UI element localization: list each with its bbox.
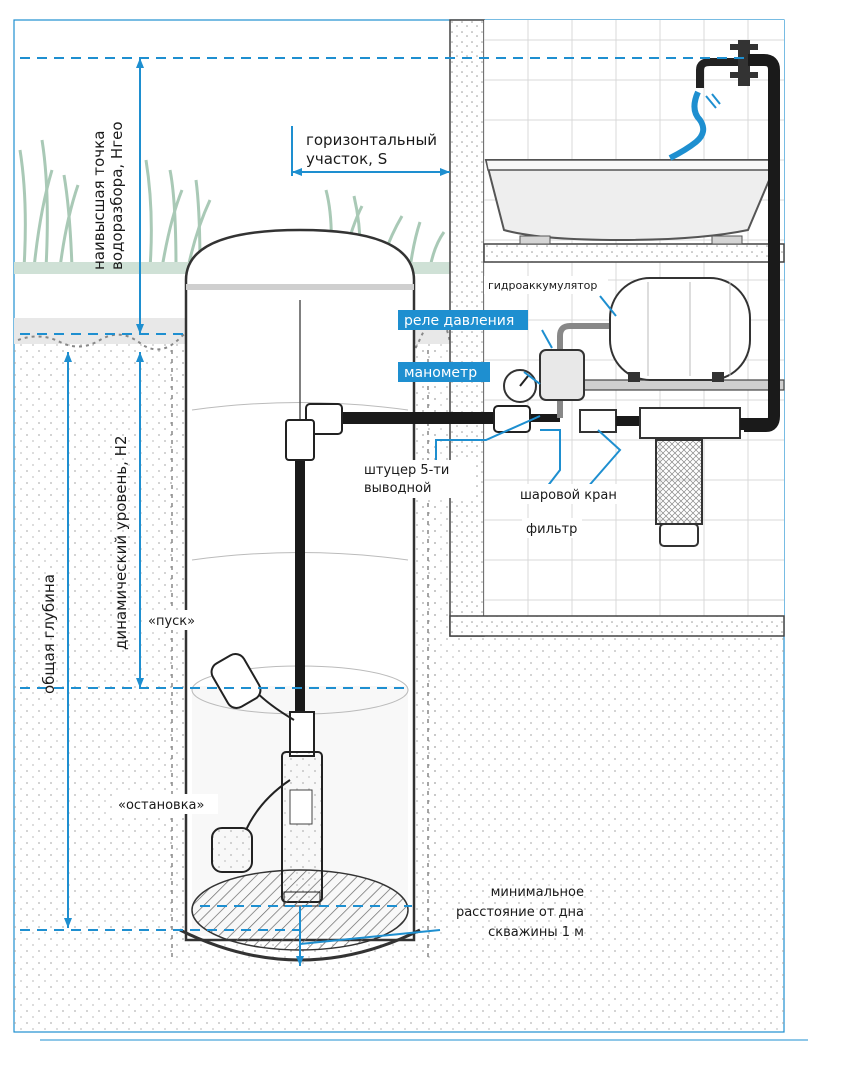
label-bg-accumulator bbox=[484, 276, 608, 294]
label-bg-start bbox=[146, 610, 212, 630]
branch-pipe bbox=[557, 323, 612, 418]
shelf-mid bbox=[579, 379, 785, 391]
accumulator-label: гидроаккумулятор bbox=[488, 279, 597, 292]
dynamic-level-label: динамический уровень, H2 bbox=[112, 436, 130, 651]
filter-housing bbox=[639, 407, 741, 547]
start-float bbox=[210, 653, 262, 709]
gravel-line bbox=[17, 316, 451, 364]
label-bg-stop bbox=[116, 794, 218, 814]
start-label: «пуск» bbox=[148, 614, 195, 629]
ball-valve-label: шаровой кран bbox=[520, 488, 617, 503]
label-bg-manometer bbox=[398, 362, 490, 382]
filter-label: фильтр bbox=[526, 522, 577, 537]
label-bg-valve bbox=[516, 484, 624, 504]
accumulator-tank bbox=[609, 277, 751, 382]
fitting-label-line1: штуцер 5-ти bbox=[364, 463, 449, 478]
shelf-top bbox=[483, 243, 785, 263]
dimension-arrows bbox=[64, 58, 450, 966]
manometer-label: манометр bbox=[404, 365, 477, 381]
label-bg-fitting bbox=[362, 460, 474, 498]
min-distance-line2: расстояние от дна bbox=[456, 905, 584, 920]
check-valve bbox=[285, 419, 315, 461]
horizontal-section-line2: участок, S bbox=[306, 150, 387, 168]
highest-point-label-line1: наивысшая точка bbox=[90, 131, 108, 270]
house-riser-pipe bbox=[744, 54, 780, 432]
horizontal-section-line1: горизонтальный bbox=[306, 131, 437, 149]
float-cable-stop bbox=[245, 779, 291, 831]
faucet bbox=[668, 40, 758, 161]
min-distance-line1: минимальное bbox=[491, 885, 584, 900]
min-distance-line3: скважины 1 м bbox=[488, 925, 584, 940]
dimension-lines bbox=[20, 57, 750, 966]
fitting-label-line2: выводной bbox=[364, 481, 431, 496]
floor-slab bbox=[449, 615, 785, 637]
label-bg-filter bbox=[522, 518, 582, 538]
stop-float bbox=[211, 827, 253, 873]
stop-label: «остановка» bbox=[118, 798, 204, 813]
bathtub bbox=[484, 159, 778, 245]
pressure-switch-body bbox=[539, 349, 585, 401]
highest-point-label-line2: водоразбора, Hгео bbox=[108, 122, 126, 271]
ball-valve-body bbox=[579, 409, 617, 433]
pressure-switch-label: реле давления bbox=[404, 313, 514, 329]
total-depth-label: общая глубина bbox=[40, 574, 58, 694]
label-bg-pressure bbox=[398, 310, 528, 330]
